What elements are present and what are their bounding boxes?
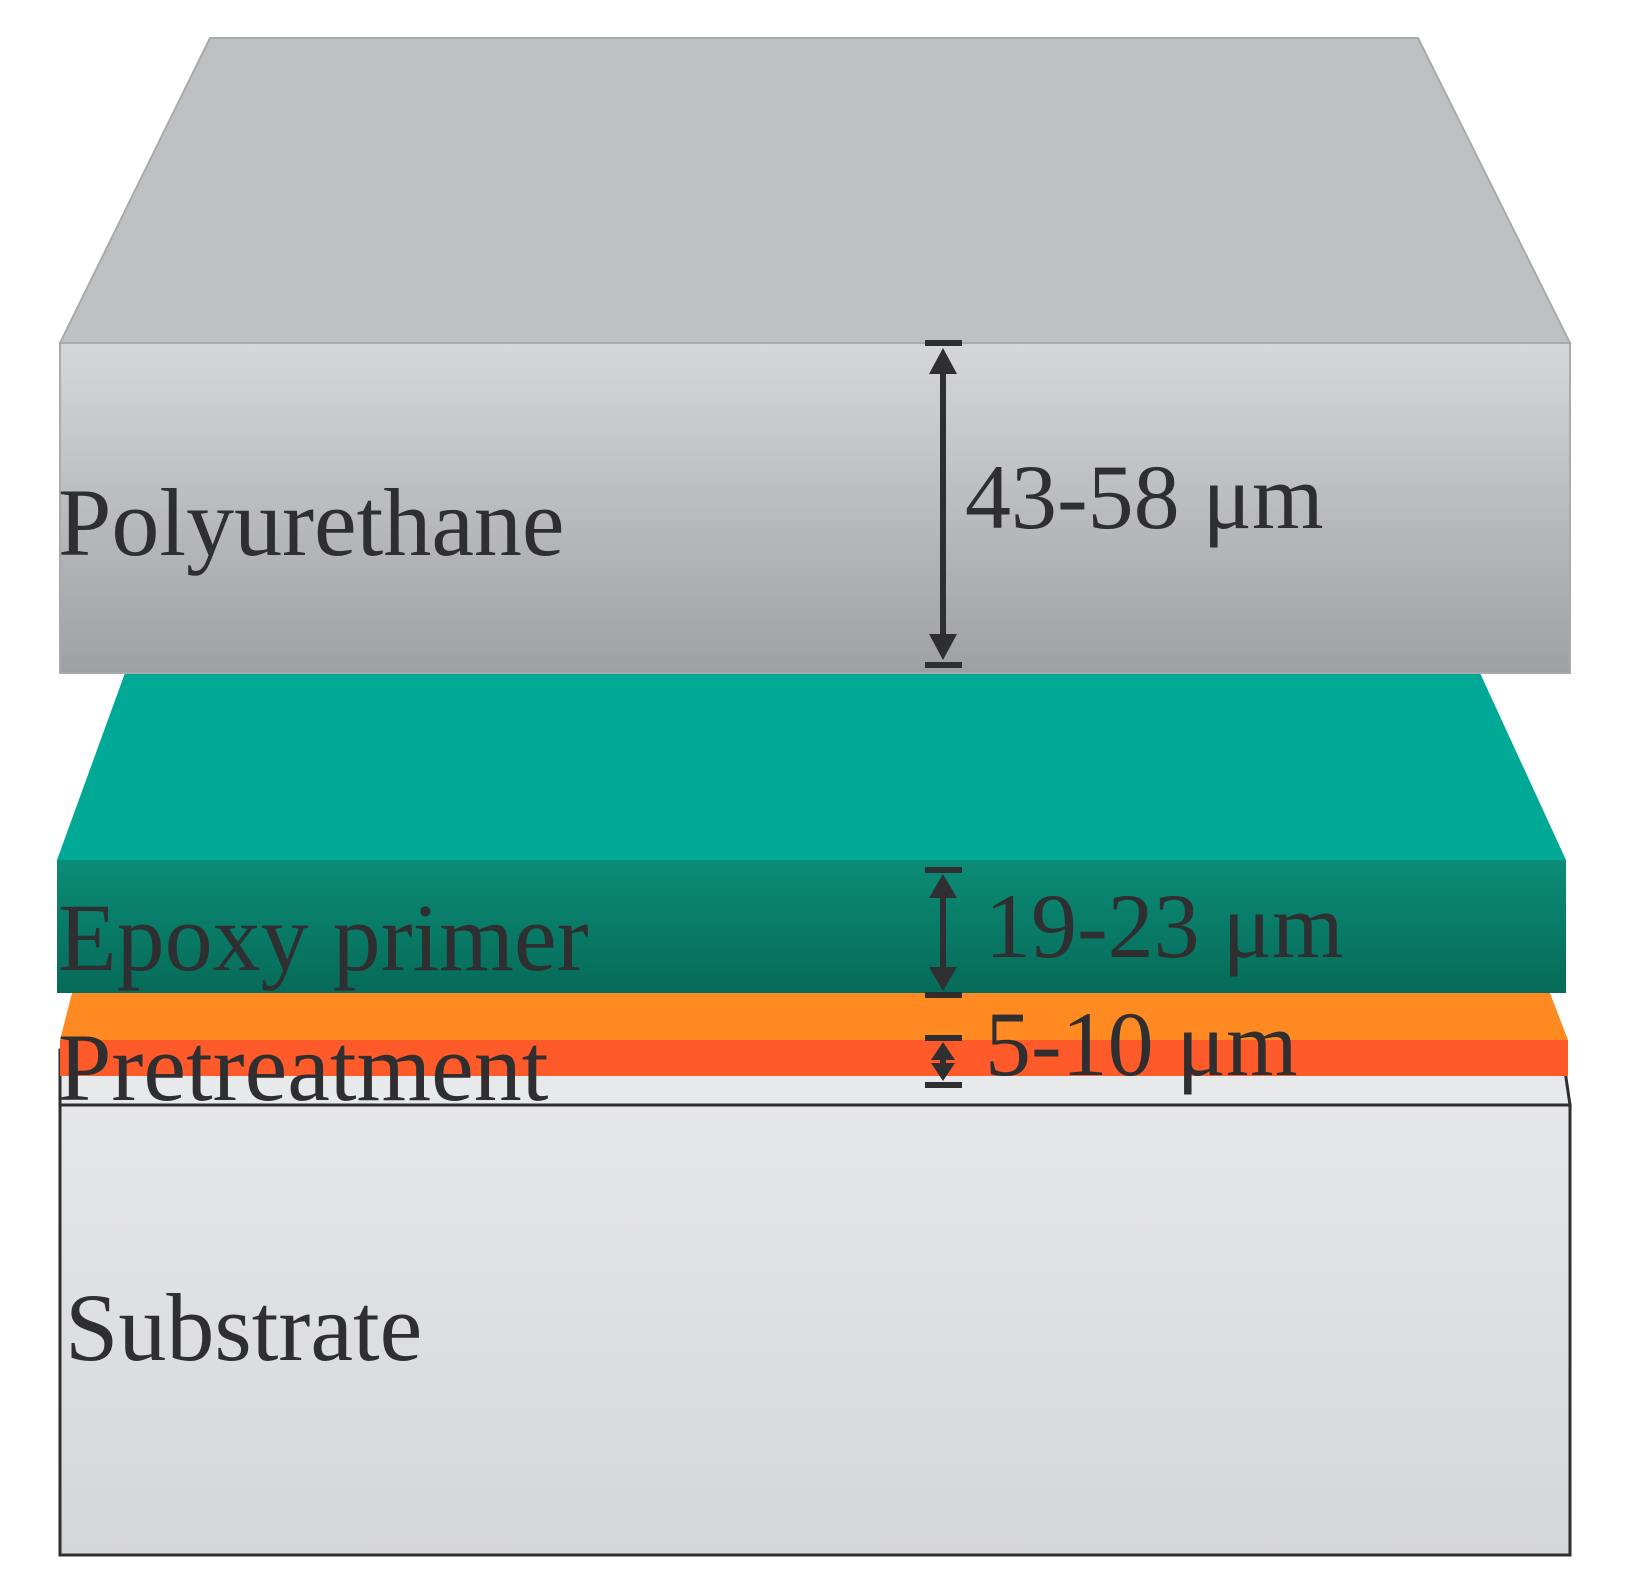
epoxy-front-face (57, 860, 1566, 993)
pretreatment-thickness-label: 5-10 μm (985, 993, 1298, 1095)
substrate-front-face (58, 1103, 1572, 1557)
epoxy-primer-label: Epoxy primer (58, 884, 589, 991)
pretreatment-layer (60, 993, 1568, 1076)
epoxy-thickness-arrow (925, 867, 962, 998)
polyurethane-thickness-label: 43-58 μm (965, 446, 1324, 548)
polyurethane-thickness-arrow (925, 340, 962, 668)
polyurethane-layer (58, 37, 1572, 674)
substrate-layer (58, 1048, 1572, 1557)
polyurethane-top-face (58, 37, 1572, 344)
polyurethane-label: Polyurethane (58, 469, 565, 576)
epoxy-top-face (57, 673, 1566, 860)
pretreatment-label: Pretreatment (58, 1014, 549, 1121)
polyurethane-front-face (59, 342, 1571, 674)
substrate-label: Substrate (65, 1274, 422, 1381)
epoxy-thickness-label: 19-23 μm (985, 875, 1344, 977)
epoxy-primer-layer (57, 673, 1566, 993)
pretreatment-thickness-arrow (925, 1035, 962, 1088)
pretreatment-front-face (60, 1040, 1568, 1076)
pretreatment-top-face (60, 993, 1568, 1040)
